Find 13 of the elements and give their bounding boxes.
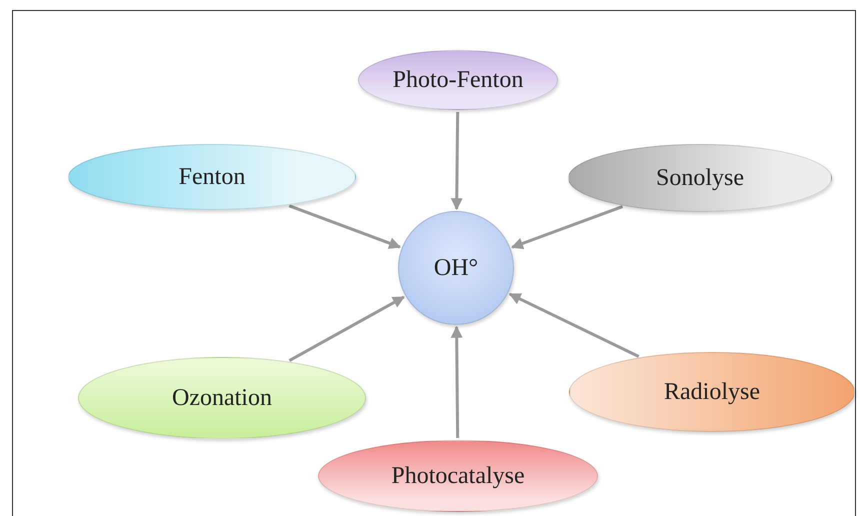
arrow xyxy=(288,296,405,362)
node-label: Sonolyse xyxy=(656,164,744,192)
node-label: Radiolyse xyxy=(664,378,760,406)
node-label: Photocatalyse xyxy=(391,462,525,490)
node-label: Ozonation xyxy=(172,384,272,412)
node-label: OH° xyxy=(434,254,478,282)
arrow xyxy=(450,326,463,438)
node-label: Photo-Fenton xyxy=(392,66,524,94)
node-label: Fenton xyxy=(178,164,246,190)
arrow xyxy=(511,205,624,250)
arrow xyxy=(450,112,463,210)
arrow xyxy=(508,292,640,358)
arrow xyxy=(288,204,402,249)
